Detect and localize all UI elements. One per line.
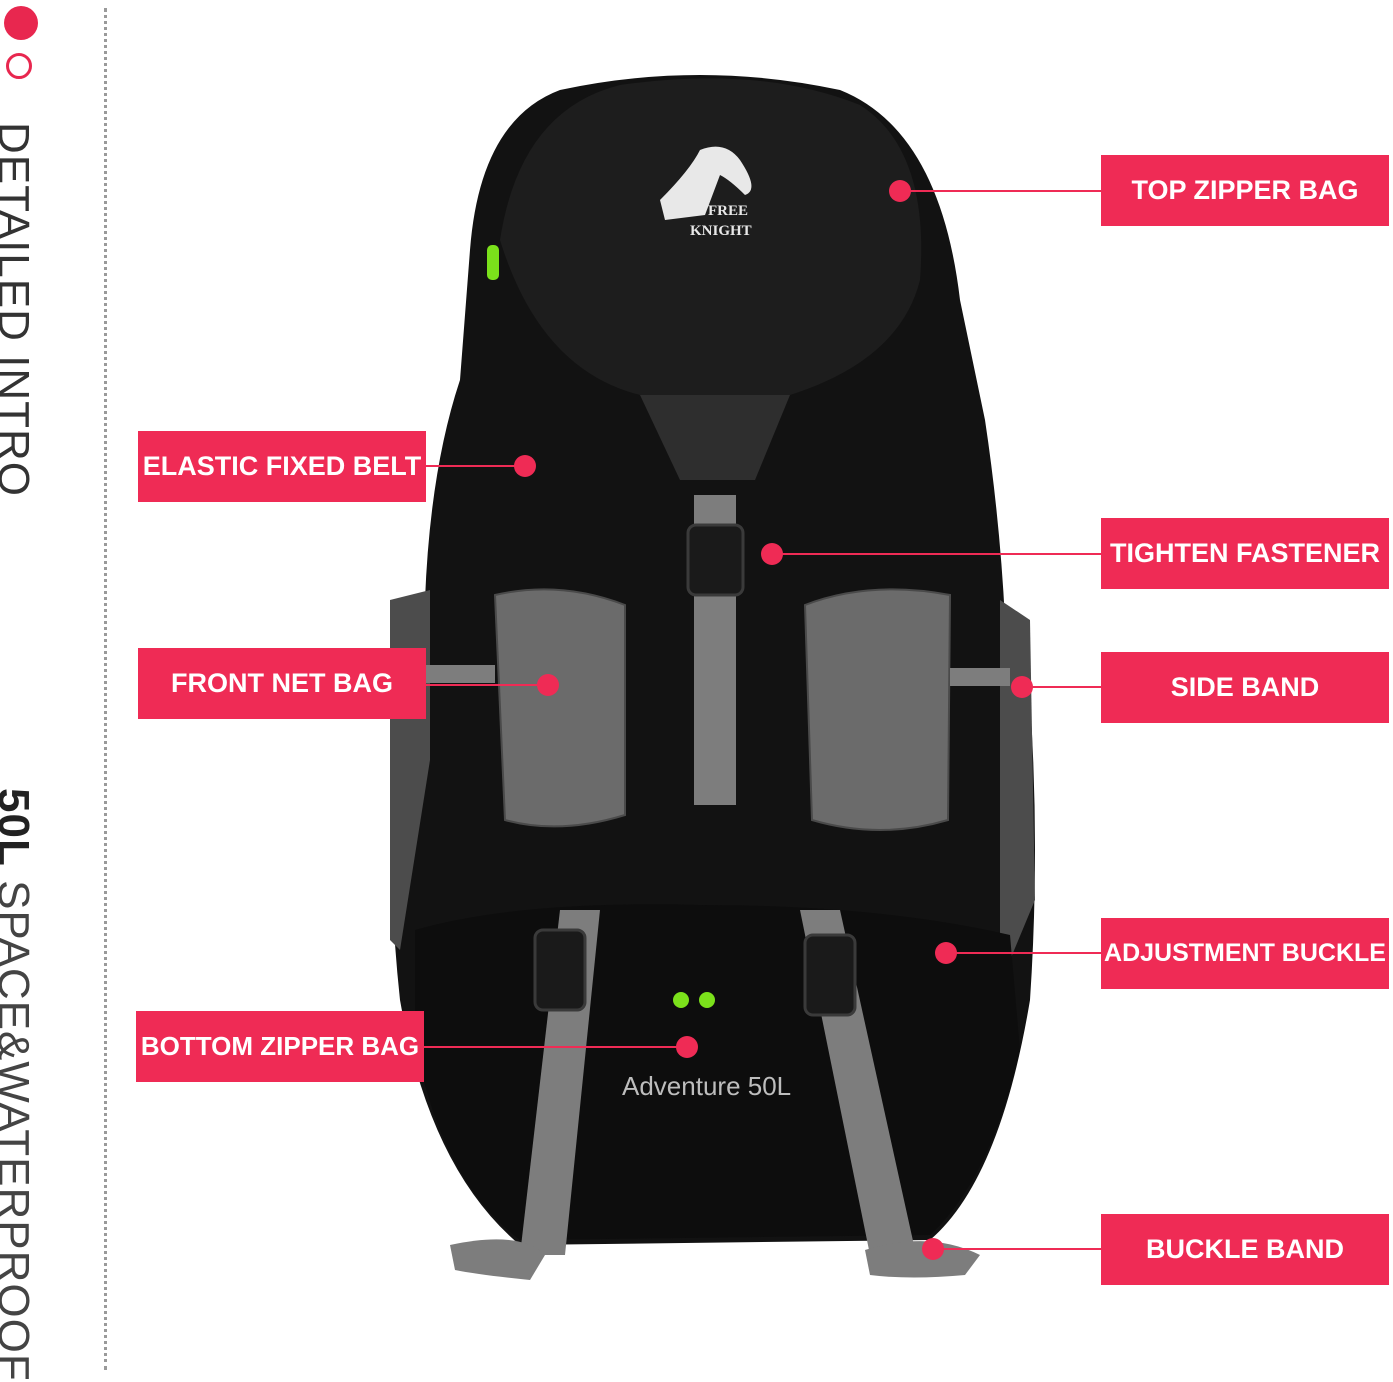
callout-dot-side-band (1011, 676, 1033, 698)
label-front-net-bag: FRONT NET BAG (138, 648, 426, 719)
mesh-pockets (493, 588, 952, 831)
label-buckle-band: BUCKLE BAND (1101, 1214, 1389, 1285)
callout-dot-bottom-zipper (676, 1036, 698, 1058)
callout-dot-buckle-band (922, 1238, 944, 1260)
label-elastic-fixed-belt: ELASTIC FIXED BELT (138, 431, 426, 502)
callouts (424, 180, 1102, 1260)
accent-dot-ring (6, 53, 32, 79)
callout-dot-tighten-fastener (761, 543, 783, 565)
callout-dot-adjustment-buckle (935, 942, 957, 964)
callout-dot-elastic-belt (514, 455, 536, 477)
zipper-pulls (487, 245, 715, 1008)
buckles (533, 523, 857, 1017)
brand-logo: FREE KNIGHT (660, 146, 752, 239)
brand-line2: KNIGHT (690, 223, 752, 239)
accent-dot-filled (4, 6, 38, 40)
callout-dot-top-zipper (889, 180, 911, 202)
label-adjustment-buckle: ADJUSTMENT BUCKLE (1101, 918, 1389, 989)
label-side-band: SIDE BAND (1101, 652, 1389, 723)
label-bottom-zipper-bag: BOTTOM ZIPPER BAG (136, 1011, 424, 1082)
label-top-zipper-bag: TOP ZIPPER BAG (1101, 155, 1389, 226)
brand-line1: FREE (708, 203, 748, 219)
label-tighten-fastener: TIGHTEN FASTENER (1101, 518, 1389, 589)
model-text: Adventure 50L (622, 1071, 791, 1101)
callout-dot-front-net (537, 674, 559, 696)
dotted-divider (104, 8, 107, 1370)
